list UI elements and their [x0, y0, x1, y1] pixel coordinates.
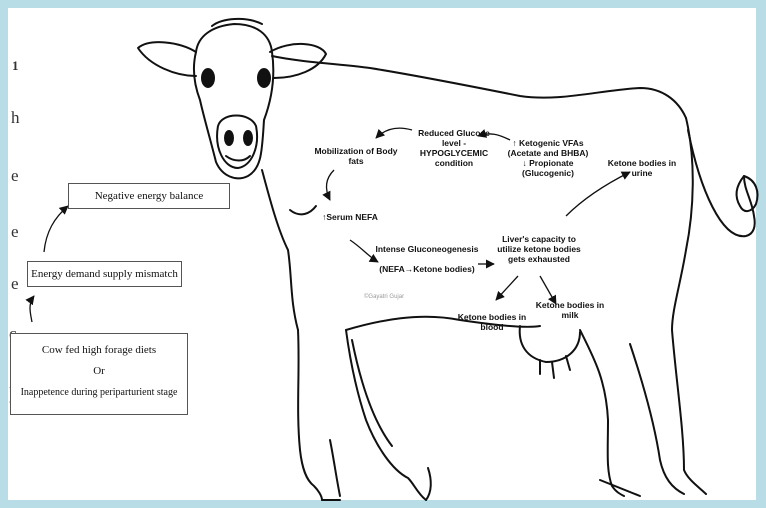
serum-nefa-label: ↑Serum NEFA	[314, 212, 386, 222]
cow-left-ear	[138, 42, 196, 76]
mismatch-box: Energy demand supply mismatch	[27, 261, 182, 287]
forage-line-1: Cow fed high forage diets	[11, 340, 187, 361]
milk-label: Ketone bodies in milk	[530, 300, 610, 320]
forage-box: Cow fed high forage diets Or Inappetence…	[10, 333, 188, 415]
blood-label: Ketone bodies in blood	[452, 312, 532, 332]
liver-label: Liver's capacity to utilize ketone bodie…	[490, 234, 588, 264]
mismatch-label: Energy demand supply mismatch	[31, 268, 178, 280]
urine-label: Ketone bodies in urine	[600, 158, 684, 178]
cow-back	[272, 56, 686, 118]
cow-hind-leg-left	[580, 330, 624, 496]
forage-or: Or	[11, 361, 187, 382]
cow-left-eye	[202, 69, 214, 87]
forage-line-2: Inappetence during periparturient stage	[11, 382, 187, 403]
cow-chest	[262, 170, 298, 330]
negative-energy-box: Negative energy balance	[68, 183, 230, 209]
cow-head	[194, 24, 273, 178]
cow-right-eye	[258, 69, 270, 87]
mobilization-label: Mobilization of Body fats	[306, 146, 406, 166]
ketogenic-label: ↑ Ketogenic VFAs (Acetate and BHBA) ↓ Pr…	[500, 138, 596, 178]
cow-front-leg-right	[346, 330, 426, 500]
negative-energy-label: Negative energy balance	[95, 190, 204, 202]
gluconeogenesis-label: Intense Gluconeogenesis (NEFA→Ketone bod…	[368, 244, 486, 274]
cow-tail	[688, 130, 755, 236]
reduced-glucose-label: Reduced Glucose level - HYPOGLYCEMIC con…	[402, 128, 506, 168]
cow-front-leg-left	[298, 330, 322, 500]
watermark: ©Gayatri Gujar	[364, 294, 404, 300]
